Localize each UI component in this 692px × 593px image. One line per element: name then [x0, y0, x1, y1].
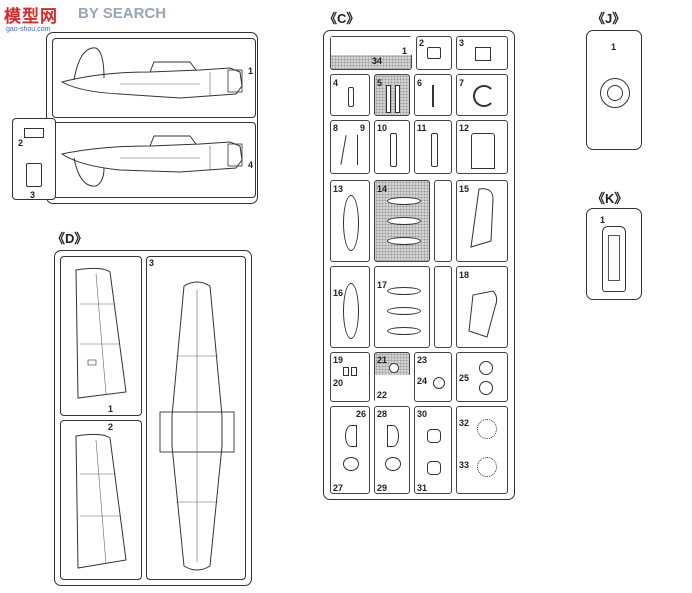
- c-part-13-label: 13: [333, 184, 344, 194]
- c-part-17-label: 17: [377, 280, 388, 290]
- c-part-1-label: 1: [402, 46, 408, 56]
- c-part-15-box: [456, 180, 508, 262]
- section-k-title: 《K》: [592, 191, 628, 206]
- c-part-10-box: [374, 120, 410, 174]
- c-part-18-label: 18: [459, 270, 470, 280]
- section-d-title: 《D》: [52, 231, 88, 246]
- c-part-22-label: 22: [377, 390, 388, 400]
- c-part-34-label: 34: [372, 56, 383, 66]
- fuselage-part-4-label: 4: [248, 160, 254, 170]
- c-part-10-label: 10: [377, 123, 388, 133]
- c-part-31-label: 31: [417, 483, 428, 493]
- j-part-1-label: 1: [611, 42, 617, 52]
- c-part-7-box: [456, 74, 508, 116]
- c-part-11-label: 11: [417, 123, 427, 133]
- fuselage-sprue-inner-bottom: [52, 122, 256, 198]
- c-part-4-label: 4: [333, 78, 339, 88]
- c-part-20-label: 20: [333, 378, 344, 388]
- c-part-spacer-2: [434, 266, 452, 348]
- c-part-19-label: 19: [333, 355, 344, 365]
- c-part-26-label: 26: [356, 409, 367, 419]
- d-part-3-box: [146, 256, 246, 580]
- c-part-3-label: 3: [459, 38, 465, 48]
- tab-part-2-box: [18, 124, 50, 148]
- fuselage-part-2-label: 2: [18, 138, 24, 148]
- c-part-24-label: 24: [417, 376, 428, 386]
- k-part-1-label: 1: [600, 215, 606, 225]
- c-part-28-label: 28: [377, 409, 388, 419]
- d-part-2-label: 2: [108, 422, 114, 432]
- c-part-21-label: 21: [377, 355, 388, 365]
- fuselage-part-1-label: 1: [248, 66, 254, 76]
- c-part-2-label: 2: [419, 38, 425, 48]
- c-part-5-label: 5: [377, 78, 383, 88]
- c-part-18-box: [456, 266, 508, 348]
- c-part-spacer-1: [434, 180, 452, 262]
- c-part-29-label: 29: [377, 483, 388, 493]
- c-part-11-box: [414, 120, 452, 174]
- j-part-1-drawing: [600, 78, 630, 108]
- c-part-16-box: [330, 266, 370, 348]
- c-part-8-label: 8: [333, 123, 339, 133]
- c-part-6-box: [414, 74, 452, 116]
- c-part-28-29-box: [374, 406, 410, 494]
- section-c-title: 《C》: [324, 11, 360, 26]
- fuselage-part-3-label: 3: [30, 190, 36, 200]
- d-wing-upper-left-drawing: [75, 267, 127, 399]
- c-part-19-20-box: [330, 352, 370, 402]
- c-part-33-label: 33: [459, 460, 470, 470]
- tab-part-3-drawing: [26, 163, 42, 187]
- c-part-12-box: [456, 120, 508, 174]
- c-part-8-9-box: [330, 120, 370, 174]
- c-part-2-box: [416, 36, 452, 70]
- watermark-cn: 模型网: [4, 7, 58, 27]
- c-part-7-label: 7: [459, 78, 465, 88]
- c-part-14-box: [374, 180, 430, 262]
- section-k-frame: [586, 208, 642, 300]
- fuselage-right-drawing: [60, 135, 243, 187]
- c-part-32-33-box: [456, 406, 508, 494]
- c-part-32-label: 32: [459, 418, 470, 428]
- section-j-title: 《J》: [592, 11, 626, 26]
- c-part-6-label: 6: [417, 78, 423, 88]
- c-part-1-34-box: [330, 36, 413, 70]
- c-part-16-label: 16: [333, 288, 344, 298]
- c-part-12-label: 12: [459, 123, 470, 133]
- c-part-14-label: 14: [377, 184, 388, 194]
- fuselage-left-drawing: [60, 47, 243, 99]
- c-part-13-box: [330, 180, 370, 262]
- c-part-23-24-box: [414, 352, 452, 402]
- c-part-25-label: 25: [459, 373, 470, 383]
- c-part-5-box: [374, 74, 410, 116]
- d-wing-lower-left-drawing: [75, 433, 127, 569]
- watermark-url: gao-shou.com: [6, 26, 51, 33]
- c-part-25-box: [456, 352, 508, 402]
- c-part-9-label: 9: [360, 123, 366, 133]
- c-part-15-label: 15: [459, 184, 470, 194]
- c-part-23-label: 23: [417, 355, 428, 365]
- fuselage-sprue-inner-top: [52, 38, 256, 118]
- k-part-1-drawing: [602, 226, 626, 292]
- c-part-21-22-box: [374, 352, 411, 403]
- c-part-30-31-box: [414, 406, 452, 494]
- d-part-3-label: 3: [149, 258, 155, 268]
- d-part-1-label: 1: [108, 404, 114, 414]
- c-part-4-box: [330, 74, 370, 116]
- c-part-26-27-box: [330, 406, 370, 494]
- c-part-27-label: 27: [333, 483, 344, 493]
- c-part-3-box: [456, 36, 508, 70]
- d-wing-center-drawing: [159, 281, 235, 571]
- c-part-17-box: [374, 266, 430, 348]
- watermark-en: BY SEARCH: [78, 5, 167, 22]
- c-part-30-label: 30: [417, 409, 428, 419]
